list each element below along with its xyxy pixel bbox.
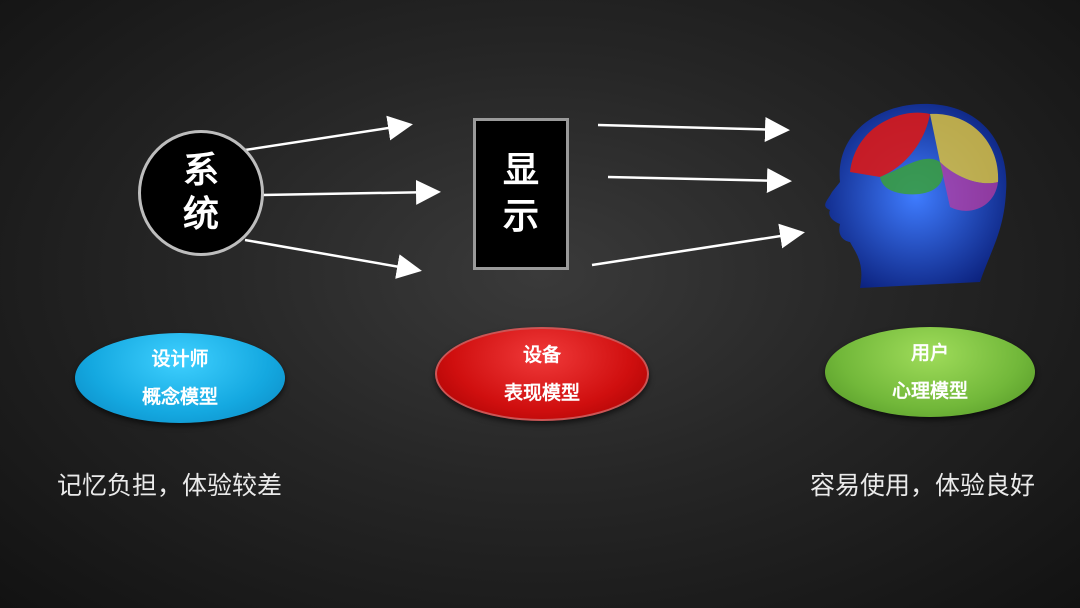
model-subtitle: 心理模型 [891,380,968,402]
device-representation-model: 设备 表现模型 [435,327,649,421]
system-node: 系 统 [138,130,264,256]
system-label-2: 统 [182,194,219,235]
display-node: 显 示 [473,118,569,270]
arrow [607,168,792,194]
system-label-1: 系 [182,150,219,191]
left-note: 记忆负担，体验较差 [57,471,283,500]
model-title: 设计师 [151,348,209,370]
human-head-brain-icon [825,103,1007,288]
model-subtitle: 概念模型 [141,386,218,408]
arrow [244,115,413,152]
arrow [597,116,790,142]
model-title: 用户 [910,342,949,364]
display-label-2: 示 [502,196,539,237]
model-title: 设备 [522,344,561,366]
designer-concept-model: 设计师 概念模型 [75,333,285,423]
model-subtitle: 表现模型 [503,382,580,404]
right-note: 容易使用，体验良好 [810,471,1036,500]
arrow [261,179,441,205]
user-mental-model: 用户 心理模型 [825,327,1035,417]
arrow [244,238,422,279]
arrow [591,223,805,267]
display-label-1: 显 [502,150,539,191]
